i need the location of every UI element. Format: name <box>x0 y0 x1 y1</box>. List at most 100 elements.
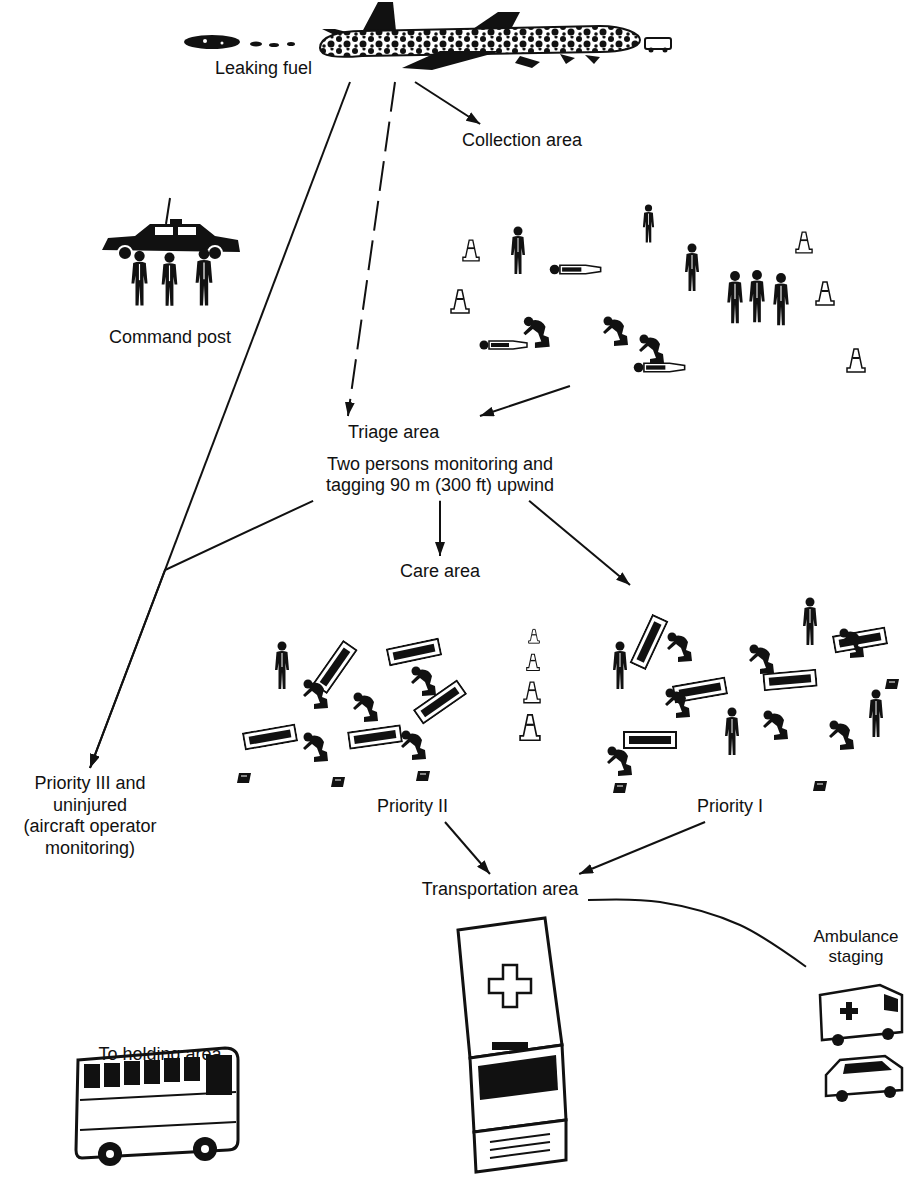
priority-area: Priority III and uninjured (aircraft ope… <box>15 768 165 863</box>
command-post-car <box>170 219 182 224</box>
bus <box>106 1150 114 1158</box>
crashed-aircraft <box>221 42 224 45</box>
command-post-car <box>166 198 170 224</box>
crashed-aircraft <box>585 55 600 64</box>
care-group <box>237 773 251 783</box>
care-label: Care area <box>390 556 490 587</box>
crashed-aircraft <box>184 35 240 49</box>
bus <box>80 1092 236 1100</box>
crashed-aircraft <box>649 48 654 53</box>
care-group <box>829 721 854 751</box>
care-group <box>387 639 441 665</box>
care-group <box>331 777 345 787</box>
casualty-group <box>603 317 628 347</box>
area-name: Triage area <box>310 422 570 444</box>
command-post-car <box>178 227 196 235</box>
priority-area: Priority I <box>595 585 905 822</box>
care-group <box>237 639 466 787</box>
area-name: Priority I <box>600 796 900 818</box>
care-group <box>667 633 692 663</box>
casualty-group <box>847 349 865 372</box>
command-post-car <box>102 198 240 306</box>
area-name: Transportation area <box>417 879 583 901</box>
crashed-aircraft <box>287 42 295 46</box>
care-group <box>624 732 676 748</box>
cone-line <box>527 654 540 670</box>
area-name: Collection area <box>462 130 865 152</box>
care-group <box>303 680 328 710</box>
casualty-group <box>643 204 654 242</box>
flow-arrow <box>588 900 806 967</box>
care-group <box>607 598 899 794</box>
flow-arrow <box>579 822 705 874</box>
care-group <box>275 642 289 690</box>
area-name: Priority III and uninjured (aircraft ope… <box>20 773 160 859</box>
crashed-aircraft <box>645 38 671 49</box>
bus <box>80 1122 236 1130</box>
ambulance <box>470 1045 566 1132</box>
casualty-group <box>749 270 764 322</box>
care-group <box>869 690 883 738</box>
casualty-group <box>639 335 664 365</box>
ambulance <box>478 1055 558 1100</box>
collection-area: Collection area <box>430 124 870 386</box>
care-group <box>401 731 426 761</box>
ambulance <box>489 965 531 1007</box>
bus <box>193 1137 217 1161</box>
casualty-group <box>796 232 812 253</box>
casualty-group <box>523 317 549 348</box>
casualty-group <box>463 240 479 261</box>
cone-line <box>520 715 540 740</box>
staging-area: Ambulance staging <box>806 922 906 972</box>
care-group <box>631 615 667 669</box>
care-group <box>416 771 430 781</box>
casualty-group <box>634 363 685 373</box>
command-post-car <box>131 251 147 306</box>
crashed-aircraft <box>402 51 502 70</box>
care-group <box>665 689 690 719</box>
car <box>836 1090 848 1102</box>
care-group <box>725 708 739 756</box>
place-label: To holding area <box>85 1039 235 1070</box>
casualty-group <box>480 341 528 350</box>
care-group <box>607 747 632 777</box>
ambulance <box>474 1120 566 1172</box>
area-name: Ambulance staging <box>809 927 903 968</box>
triage-area: Triage areaTwo persons monitoring and ta… <box>305 416 575 501</box>
crashed-aircraft <box>203 39 207 43</box>
care-group <box>613 783 627 793</box>
care-group <box>803 598 817 646</box>
ambulance <box>820 985 902 1040</box>
cone-line <box>520 629 540 740</box>
bus <box>98 1142 122 1166</box>
casualty-group <box>451 204 865 372</box>
casualty-group <box>773 273 788 325</box>
crashed-aircraft <box>362 2 396 32</box>
crashed-aircraft <box>560 54 575 64</box>
command-post-car <box>155 227 173 235</box>
flow-arrow <box>445 822 490 874</box>
bus <box>201 1145 209 1153</box>
car <box>826 1056 902 1102</box>
ambulance <box>840 1002 858 1020</box>
care-group <box>303 733 328 763</box>
care-group <box>414 681 466 724</box>
cone-line <box>524 682 540 703</box>
command-post-car <box>208 246 222 260</box>
care-group <box>348 725 402 748</box>
flow-arrow <box>348 82 395 416</box>
casualty-group <box>685 244 699 292</box>
cone-line <box>529 629 540 643</box>
ambulance <box>490 1134 550 1158</box>
connector-layer <box>90 82 806 967</box>
command-post-car <box>162 253 178 306</box>
area-name: Care area <box>395 561 485 583</box>
bus <box>124 1061 140 1085</box>
care-group <box>243 725 297 750</box>
casualty-group <box>511 227 525 275</box>
transport-area: Transportation area <box>412 874 588 905</box>
casualty-group <box>816 282 834 305</box>
crashed-aircraft <box>269 43 279 47</box>
